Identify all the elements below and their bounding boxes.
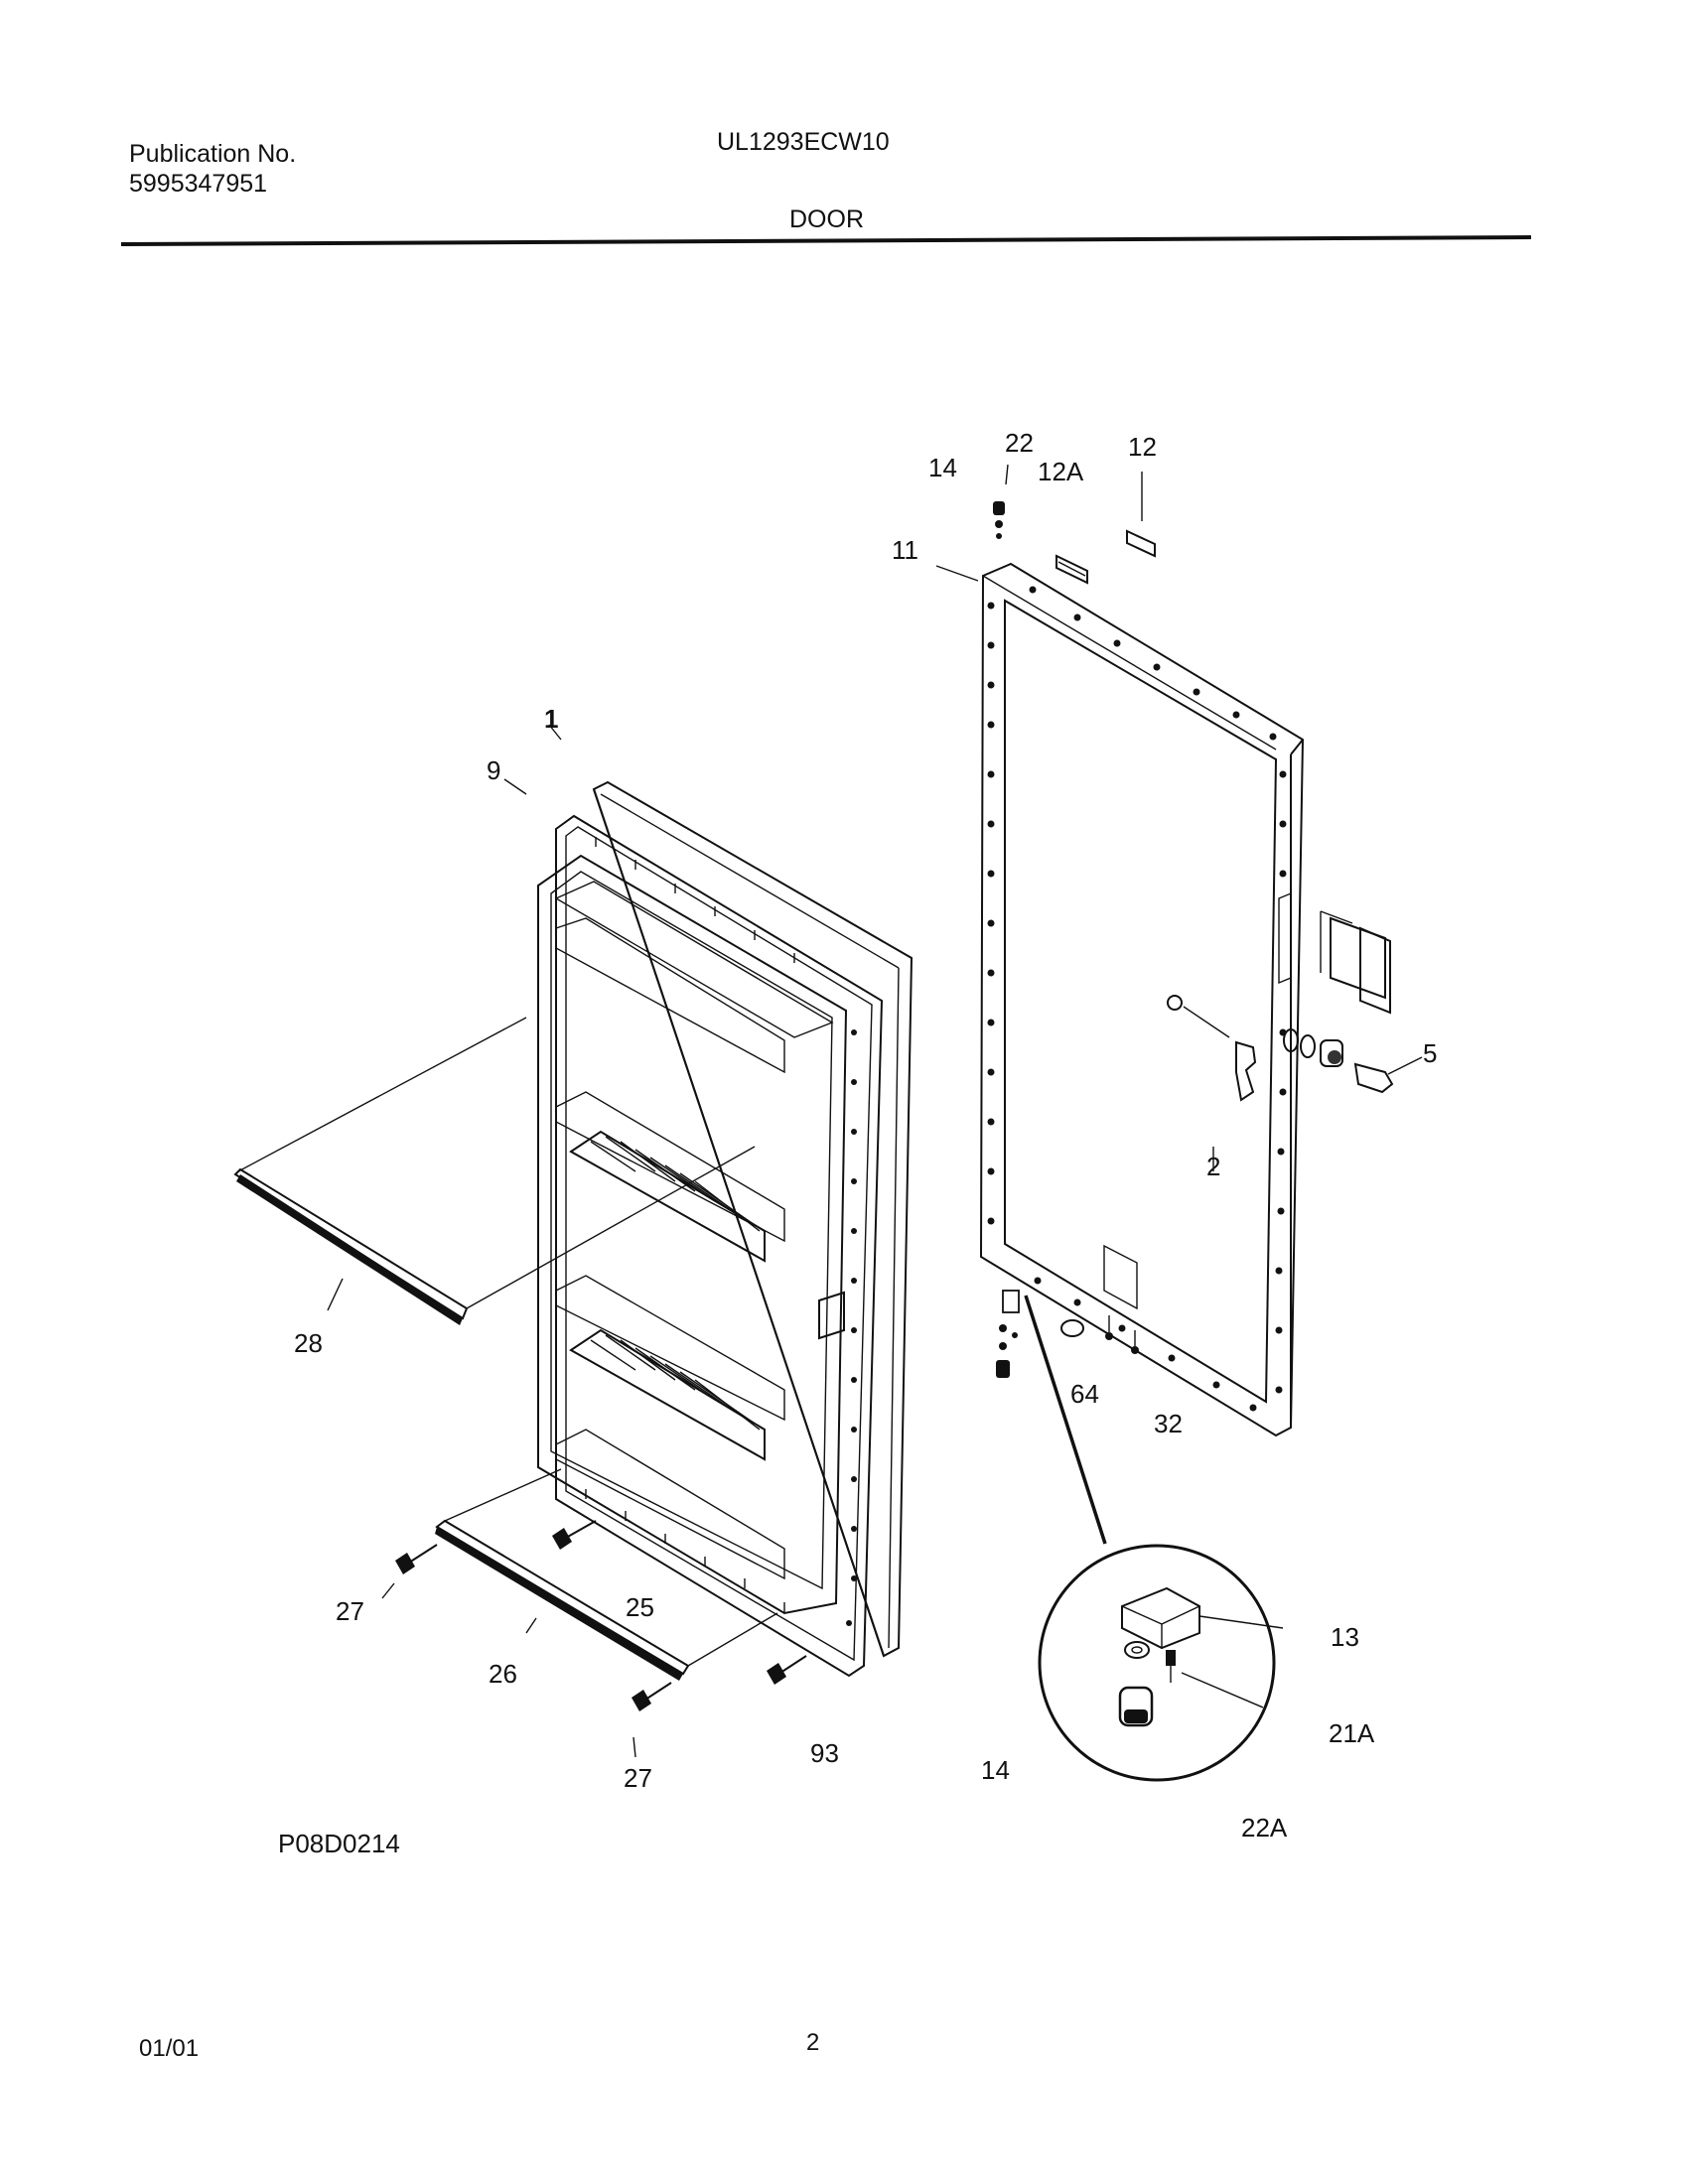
callout-28: 28	[294, 1328, 323, 1358]
bottom-hinge-hardware	[996, 1290, 1139, 1378]
callout-2: 2	[1206, 1152, 1220, 1181]
shelf-bar-28	[233, 1017, 756, 1325]
leader-lines	[327, 464, 1143, 1758]
footer-page-number: 2	[806, 2029, 820, 2056]
top-hinge-pin	[993, 501, 1005, 539]
latch-part-2	[1167, 995, 1257, 1171]
label-plate-12	[1126, 529, 1156, 558]
callout-5: 5	[1423, 1038, 1437, 1068]
callout-12: 12	[1128, 432, 1157, 462]
door-gasket-9	[555, 814, 884, 1678]
lock-and-key-5	[1283, 1028, 1423, 1094]
callout-14-bottom: 14	[981, 1755, 1010, 1785]
door-liner	[537, 837, 857, 1626]
callout-22: 22	[1005, 428, 1034, 458]
perimeter-holes	[987, 586, 1287, 1412]
callout-9: 9	[487, 755, 500, 785]
callout-27-bottom: 27	[624, 1763, 652, 1793]
callout-12a: 12A	[1038, 457, 1084, 486]
outer-door-panel	[979, 562, 1305, 1437]
callout-14-top: 14	[928, 453, 957, 482]
footer-date: 01/01	[139, 2035, 200, 2062]
callout-64: 64	[1070, 1379, 1099, 1409]
callout-32: 32	[1154, 1409, 1183, 1438]
hinge-detail-circle	[1038, 1544, 1284, 1782]
callout-11: 11	[892, 535, 918, 565]
callout-13: 13	[1331, 1622, 1359, 1652]
screws	[395, 1520, 807, 1711]
callout-25: 25	[626, 1592, 654, 1622]
callout-22a: 22A	[1241, 1813, 1288, 1843]
publication-label: Publication No.	[129, 140, 297, 168]
callout-1: 1	[544, 704, 558, 734]
handle-assembly	[1320, 910, 1391, 1015]
callout-93: 93	[810, 1738, 839, 1768]
model-number: UL1293ECW10	[717, 128, 890, 156]
label-plate-12a	[1055, 554, 1088, 585]
detail-leader	[1024, 1295, 1107, 1545]
callout-27-left: 27	[336, 1596, 364, 1626]
drawing-number: P08D0214	[278, 1829, 400, 1858]
callout-26: 26	[489, 1659, 517, 1689]
door-outer-shell-1	[592, 780, 914, 1658]
publication-number: 5995347951	[129, 170, 268, 198]
bottom-trim-26	[435, 1468, 778, 1681]
callout-21a: 21A	[1329, 1718, 1375, 1748]
section-title: DOOR	[789, 205, 864, 233]
